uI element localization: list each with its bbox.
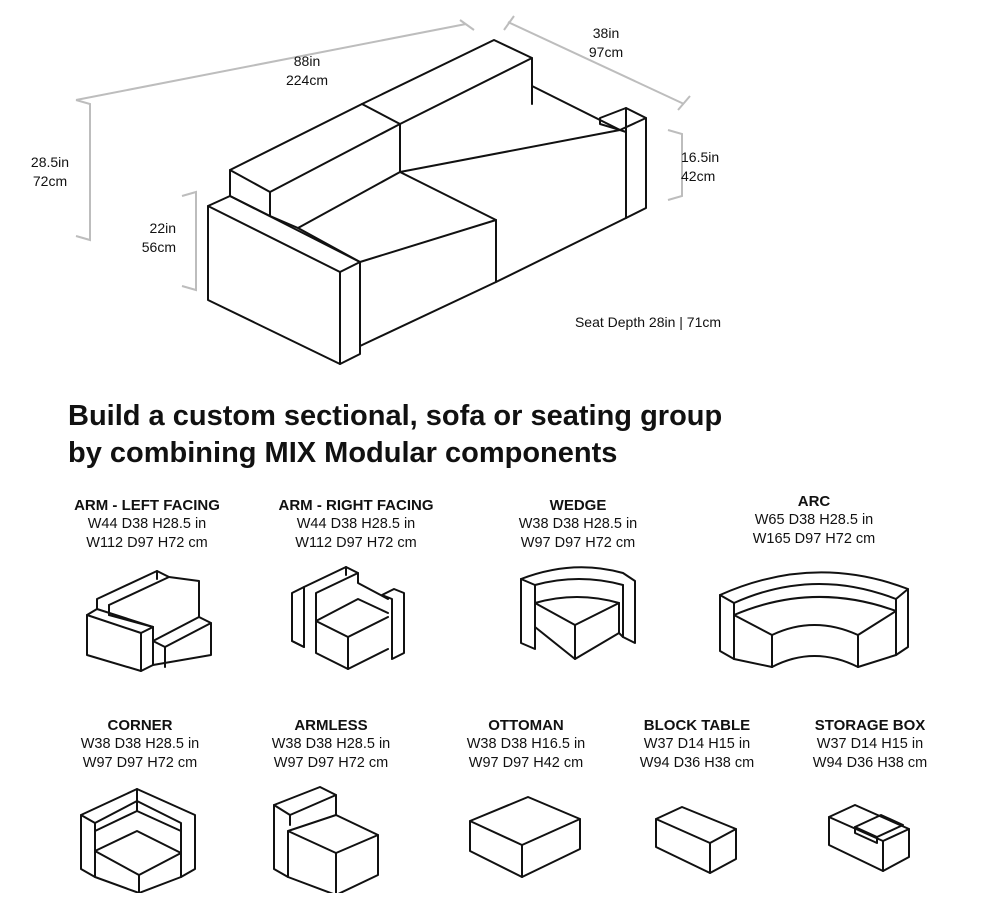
corner-icon (80, 788, 196, 893)
component-arm-right: ARM - RIGHT FACING W44 D38 H28.5 in W112… (258, 496, 454, 673)
arm-height-cm-label: 56cm (142, 239, 176, 255)
sofa-drawing (207, 39, 647, 365)
component-name: ARM - LEFT FACING (74, 497, 220, 514)
component-dim-cm: W112 D97 H72 cm (295, 535, 417, 551)
height-cm-label: 72cm (33, 173, 67, 189)
component-dim-in: W38 D38 H28.5 in (80, 736, 200, 752)
component-dim-cm: W94 D36 H38 cm (812, 755, 928, 771)
component-dim-cm: W97 D97 H72 cm (82, 755, 198, 771)
block-table-icon (655, 806, 737, 874)
component-dim-cm: W165 D97 H72 cm (752, 531, 876, 547)
depth-in-label: 38in (593, 25, 619, 41)
component-dim-in: W38 D38 H16.5 in (466, 736, 586, 752)
width-in-label: 88in (294, 53, 320, 69)
component-wedge: WEDGE W38 D38 H28.5 in W97 D97 H72 cm (488, 496, 668, 667)
seat-depth-label: Seat Depth 28in | 71cm (575, 314, 721, 330)
component-dim-in: W44 D38 H28.5 in (87, 516, 207, 532)
component-name: ARMLESS (294, 717, 368, 734)
depth-cm-label: 97cm (589, 44, 623, 60)
component-dim-cm: W94 D36 H38 cm (639, 755, 755, 771)
component-name: ARM - RIGHT FACING (278, 497, 434, 514)
component-dim-cm: W97 D97 H72 cm (273, 755, 389, 771)
component-name: OTTOMAN (488, 717, 564, 734)
component-name: CORNER (107, 717, 173, 734)
arc-icon (719, 571, 909, 668)
headline-line-1: Build a custom sectional, sofa or seatin… (68, 400, 723, 432)
component-dim-in: W37 D14 H15 in (816, 736, 924, 752)
component-dim-in: W37 D14 H15 in (643, 736, 751, 752)
component-dim-cm: W97 D97 H42 cm (468, 755, 584, 771)
component-name: WEDGE (549, 497, 607, 514)
component-dim-cm: W97 D97 H72 cm (520, 535, 636, 551)
component-ottoman: OTTOMAN W38 D38 H16.5 in W97 D97 H42 cm (448, 716, 604, 883)
component-name: STORAGE BOX (814, 717, 926, 734)
component-corner: CORNER W38 D38 H28.5 in W97 D97 H72 cm (52, 716, 228, 893)
height-in-label: 28.5in (31, 154, 69, 170)
component-dim-in: W44 D38 H28.5 in (296, 516, 416, 532)
armless-icon (273, 786, 379, 893)
dimension-lines (75, 15, 691, 292)
page-headline: Build a custom sectional, sofa or seatin… (68, 398, 968, 472)
component-arc: ARC W65 D38 H28.5 in W165 D97 H72 cm (714, 492, 914, 669)
seat-height-in-label: 16.5in (681, 149, 719, 165)
component-block-table: BLOCK TABLE W37 D14 H15 in W94 D36 H38 c… (622, 716, 772, 881)
component-name: BLOCK TABLE (643, 717, 751, 734)
storage-box-icon (828, 804, 910, 872)
seat-height-cm-label: 42cm (681, 168, 715, 184)
headline-line-2: by combining MIX Modular components (68, 437, 618, 469)
component-arm-left: ARM - LEFT FACING W44 D38 H28.5 in W112 … (52, 496, 242, 673)
arm-left-icon (86, 570, 212, 672)
component-dim-in: W65 D38 H28.5 in (754, 512, 874, 528)
wedge-icon (520, 566, 636, 660)
component-dim-cm: W112 D97 H72 cm (86, 535, 208, 551)
component-dim-in: W38 D38 H28.5 in (271, 736, 391, 752)
width-cm-label: 224cm (286, 72, 328, 88)
component-armless: ARMLESS W38 D38 H28.5 in W97 D97 H72 cm (256, 716, 406, 893)
component-storage-box: STORAGE BOX W37 D14 H15 in W94 D36 H38 c… (796, 716, 944, 881)
ottoman-icon (469, 796, 581, 878)
component-dim-in: W38 D38 H28.5 in (518, 516, 638, 532)
component-name: ARC (797, 493, 831, 510)
sofa-dimension-diagram: 88in 224cm 38in 97cm 28.5in 72cm 22in 56… (31, 15, 721, 365)
arm-right-icon (291, 566, 405, 670)
arm-height-in-label: 22in (150, 220, 176, 236)
